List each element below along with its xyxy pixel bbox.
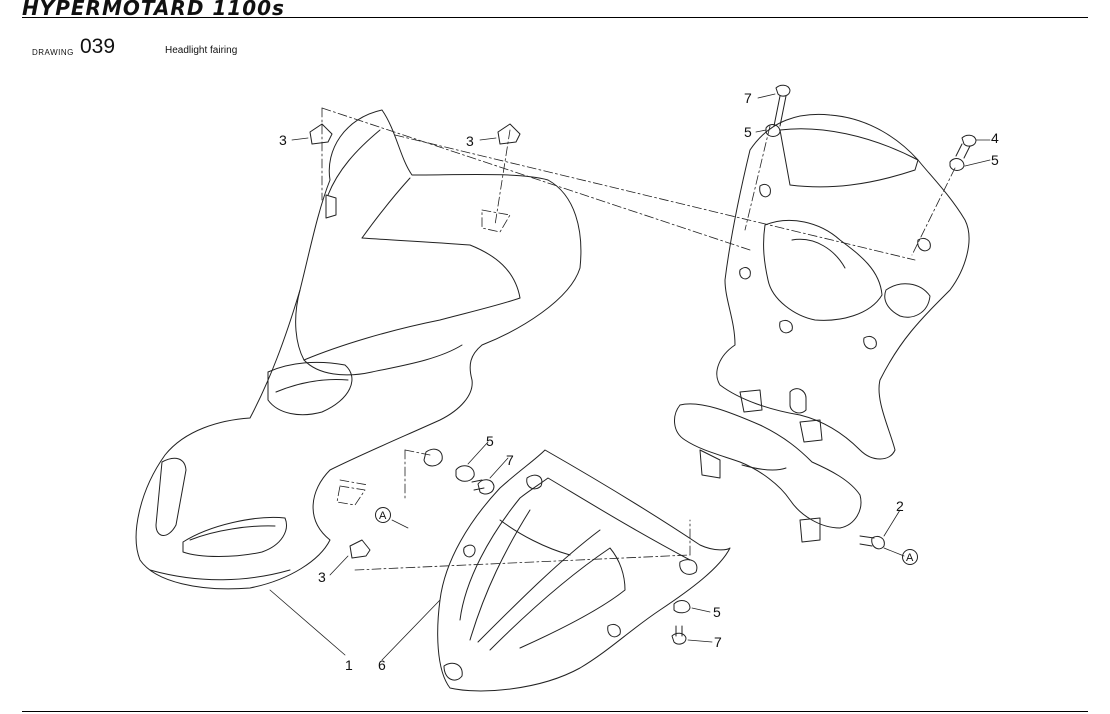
reference-marker-a: A [375,507,391,523]
headlight-frame-part [437,449,731,692]
callout-1: 1 [345,657,353,673]
front-fairing-part [135,109,582,590]
reference-letter: A [379,510,387,522]
callout-7: 7 [506,452,514,468]
drawing-number: 039 [80,35,116,58]
alignment-lines [321,107,956,571]
footer-rule [22,711,1088,712]
callout-5: 5 [713,604,721,620]
leader-lines [269,93,991,661]
drawing-title: Headlight fairing [165,45,238,56]
callout-3: 3 [279,132,287,148]
reference-letter: A [906,552,914,564]
drawing-label: DRAWING [32,48,74,57]
callout-5: 5 [486,433,494,449]
callout-7: 7 [744,90,752,106]
headlight-support-part [674,113,970,543]
callout-5: 5 [991,152,999,168]
model-title: HYPERMOTARD 1100s [22,0,285,20]
callout-3: 3 [466,133,474,149]
callout-2: 2 [896,498,904,514]
callout-5: 5 [744,124,752,140]
callout-6: 6 [378,657,386,673]
header-rule [22,17,1088,18]
callout-4: 4 [991,130,999,146]
fasteners [309,84,977,645]
reference-marker-a: A [902,549,918,565]
callout-7: 7 [714,634,722,650]
callout-3: 3 [318,569,326,585]
